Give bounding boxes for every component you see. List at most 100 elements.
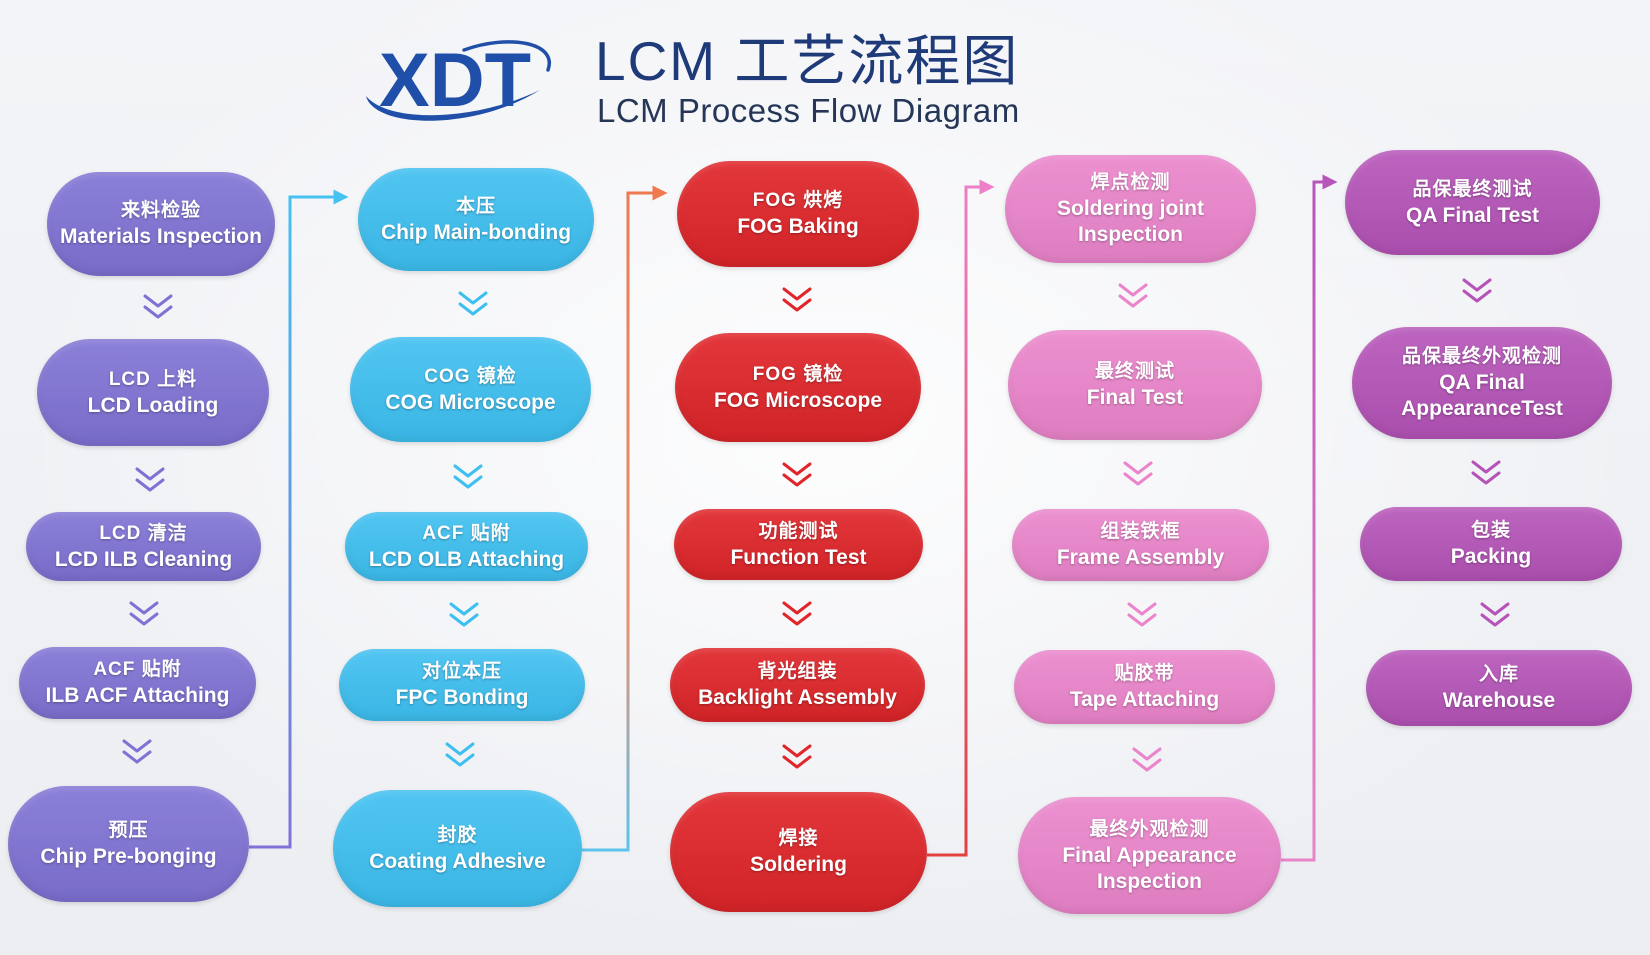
step-label-en: Soldering — [750, 853, 847, 876]
step-frame-assembly: 组装铁框 Frame Assembly — [1012, 509, 1269, 581]
step-label-en: QA Final Test — [1405, 203, 1539, 227]
step-qa-final-appearance-test: 品保最终外观检测 QA Final AppearanceTest — [1352, 327, 1612, 439]
step-label-en: ILB ACF Attaching — [45, 684, 230, 707]
step-label-cn: 功能测试 — [758, 520, 839, 542]
step-fog-baking: FOG 烘烤 FOG Baking — [677, 161, 919, 267]
chevron-down-icon — [1462, 278, 1492, 303]
step-label-cn: 入库 — [1478, 664, 1519, 685]
step-label-cn: 预压 — [108, 820, 149, 841]
step-label-en: LCD ILB Cleaning — [54, 547, 233, 571]
step-cog-microscope: COG 镜检 COG Microscope — [350, 337, 591, 442]
step-chip-pre-bonging: 预压 Chip Pre-bonging — [8, 786, 249, 902]
step-soldering: 焊接 Soldering — [670, 792, 927, 912]
chevron-down-icon — [453, 464, 483, 489]
step-label-en: LCD Loading — [87, 393, 219, 417]
step-label-cn: 品保最终测试 — [1412, 178, 1533, 200]
step-label-cn: 包装 — [1470, 520, 1511, 541]
step-label-cn: 本压 — [455, 195, 496, 217]
step-packing: 包装 Packing — [1360, 507, 1622, 581]
step-label-en: FOG Microscope — [713, 388, 883, 412]
chevron-down-icon — [129, 601, 159, 626]
page-title: LCM 工艺流程图 — [595, 30, 1020, 92]
step-label-en: FOG Baking — [737, 215, 859, 238]
chevron-down-icon — [1118, 283, 1148, 308]
step-coating-adhesive: 封胶 Coating Adhesive — [333, 790, 582, 907]
step-label-en-line-2: Inspection — [1096, 869, 1202, 893]
step-label-en: Function Test — [730, 545, 867, 569]
step-label-cn: 品保最终外观检测 — [1401, 346, 1562, 367]
step-label-en: Warehouse — [1442, 689, 1556, 712]
step-fpc-bonding: 对位本压 FPC Bonding — [339, 649, 585, 721]
step-label-en: Packing — [1450, 545, 1532, 568]
step-label-en: FPC Bonding — [395, 686, 529, 709]
step-lcd-olb-attaching: ACF 贴附 LCD OLB Attaching — [345, 512, 588, 581]
chevron-down-icon — [122, 739, 152, 764]
step-label-en: Final Appearance — [1062, 843, 1237, 867]
step-label-cn: 最终外观检测 — [1089, 818, 1210, 840]
chevron-down-icon — [445, 742, 475, 767]
step-label-en-line-2: Inspection — [1077, 223, 1183, 246]
step-warehouse: 入库 Warehouse — [1366, 650, 1632, 726]
step-label-en: Materials Inspection — [60, 225, 262, 248]
page-subtitle: LCM Process Flow Diagram — [597, 92, 1020, 129]
step-ilb-acf-attaching: ACF 贴附 ILB ACF Attaching — [19, 647, 256, 719]
step-label-cn: 贴胶带 — [1114, 663, 1175, 684]
logo-swoosh-lower — [366, 90, 540, 121]
chevron-down-icon — [1123, 461, 1153, 486]
chevron-down-icon — [449, 602, 479, 627]
step-label-cn: LCD 清洁 — [99, 522, 188, 544]
connector-arrow-4-to-5 — [1281, 174, 1338, 862]
connector-arrow-2-to-3 — [582, 185, 668, 852]
step-label-en: Chip Main-bonding — [380, 220, 572, 244]
step-final-test: 最终测试 Final Test — [1008, 330, 1262, 440]
chevron-down-icon — [1132, 747, 1162, 772]
step-label-cn: ACF 贴附 — [422, 522, 511, 544]
chevron-down-icon — [1480, 602, 1510, 627]
step-label-en: Soldering joint — [1057, 197, 1204, 220]
step-label-cn: 最终测试 — [1094, 361, 1175, 382]
step-label-en: Frame Assembly — [1056, 546, 1225, 569]
step-label-cn: LCD 上料 — [108, 368, 198, 390]
step-backlight-assembly: 背光组装 Backlight Assembly — [670, 648, 925, 722]
step-materials-inspection: 来料检验 Materials Inspection — [47, 172, 275, 276]
connector-arrow-1-to-2 — [249, 189, 349, 849]
step-label-en: Tape Attaching — [1069, 688, 1220, 711]
step-label-cn: 封胶 — [437, 824, 478, 846]
chevron-down-icon — [782, 744, 812, 769]
step-label-cn: FOG 烘烤 — [752, 190, 844, 211]
step-label-en: Coating Adhesive — [369, 849, 546, 873]
step-lcd-loading: LCD 上料 LCD Loading — [37, 339, 269, 446]
step-label-cn: FOG 镜检 — [752, 363, 844, 385]
step-lcd-ilb-cleaning: LCD 清洁 LCD ILB Cleaning — [26, 512, 261, 581]
step-label-cn: 组装铁框 — [1100, 521, 1181, 542]
step-label-en: Final Test — [1086, 386, 1184, 409]
step-label-cn: 焊点检测 — [1090, 172, 1171, 193]
step-label-en: Backlight Assembly — [698, 686, 897, 709]
step-label-cn: 背光组装 — [757, 661, 838, 682]
chevron-down-icon — [458, 291, 488, 316]
step-label-en-line-2: AppearanceTest — [1401, 397, 1563, 420]
step-label-en: QA Final — [1439, 371, 1525, 394]
step-label-en: LCD OLB Attaching — [368, 547, 565, 571]
chevron-down-icon — [143, 294, 173, 319]
logo-swoosh-upper — [462, 40, 552, 72]
step-label-cn: COG 镜检 — [424, 365, 517, 387]
step-label-en: COG Microscope — [385, 390, 556, 414]
step-function-test: 功能测试 Function Test — [674, 509, 923, 580]
connector-arrow-3-to-4 — [927, 179, 995, 857]
step-final-appearance-inspection: 最终外观检测 Final Appearance Inspection — [1018, 797, 1281, 914]
chevron-down-icon — [135, 467, 165, 492]
chevron-down-icon — [782, 601, 812, 626]
chevron-down-icon — [782, 287, 812, 312]
step-label-cn: ACF 贴附 — [93, 659, 182, 680]
logo-text: XDT — [379, 38, 531, 123]
step-chip-main-bonding: 本压 Chip Main-bonding — [358, 168, 594, 271]
step-label-en: Chip Pre-bonging — [40, 845, 217, 868]
step-label-cn: 对位本压 — [421, 661, 502, 682]
step-label-cn: 焊接 — [778, 828, 819, 849]
step-label-cn: 来料检验 — [120, 200, 201, 221]
chevron-down-icon — [1127, 602, 1157, 627]
xdt-logo: XDT — [366, 38, 552, 123]
step-tape-attaching: 贴胶带 Tape Attaching — [1014, 650, 1275, 724]
